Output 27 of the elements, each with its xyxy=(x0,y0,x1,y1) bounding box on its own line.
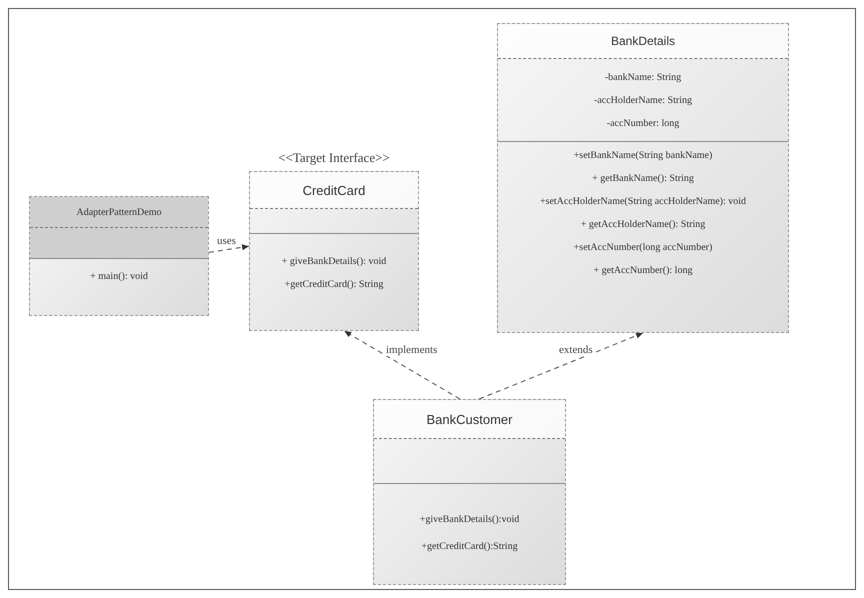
attribute-text: -accNumber: long xyxy=(606,118,680,128)
method-text: +setAccHolderName(String accHolderName): void xyxy=(540,196,746,207)
dependency-arrow xyxy=(344,330,460,400)
method-text: +getCreditCard():String xyxy=(421,541,518,552)
dependency-arrow xyxy=(208,244,250,253)
attribute-text: -bankName: String xyxy=(604,72,682,82)
stereotype-label: <<Target Interface>> xyxy=(277,150,391,166)
attribute-text: -accHolderName: String xyxy=(594,94,692,106)
dependency-arrow xyxy=(478,332,644,400)
method-text: + giveBankDetails(): void xyxy=(282,256,386,267)
method-text: +giveBankDetails():void xyxy=(420,514,520,525)
method-text: + getAccHolderName(): String xyxy=(580,219,706,230)
method-text: +getCreditCard(): String xyxy=(284,279,384,290)
class-name: BankDetails xyxy=(610,34,676,48)
edge-label: implements xyxy=(384,344,440,356)
class-box xyxy=(497,23,789,333)
edge-label: extends xyxy=(557,344,595,356)
class-box xyxy=(29,196,209,316)
class-name: AdapterPatternDemo xyxy=(76,206,162,218)
class-box xyxy=(373,399,566,585)
method-text: +setAccNumber(long accNumber) xyxy=(574,242,712,253)
method-text: +setBankName(String bankName) xyxy=(574,150,712,161)
class-name: CreditCard xyxy=(302,182,366,198)
class-name: BankCustomer xyxy=(426,412,512,426)
method-text: + main(): void xyxy=(90,271,148,282)
method-text: + getBankName(): String xyxy=(592,173,694,184)
method-text: + getAccNumber(): long xyxy=(594,265,692,276)
